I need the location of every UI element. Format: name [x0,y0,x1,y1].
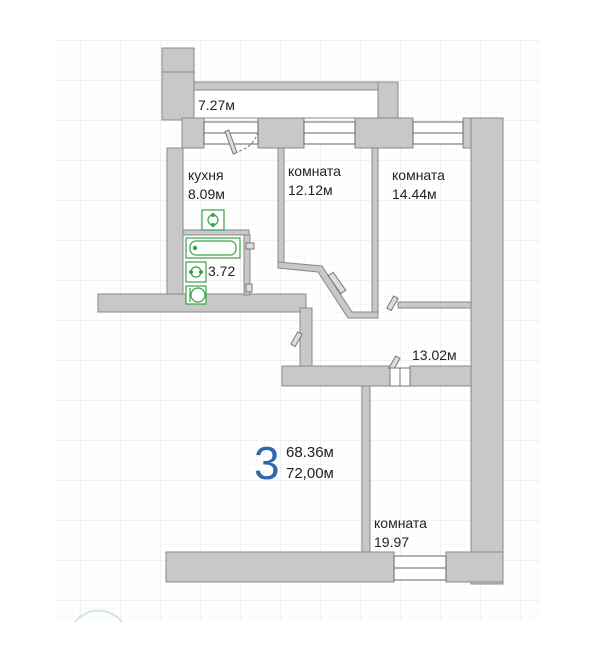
bathroom-area: 3.72 [208,263,235,279]
rooms-count: 3 [254,437,280,489]
kitchen-area: 8.09м [188,186,225,202]
kitchen-name: кухня [188,167,224,183]
room2-name: комната [392,167,445,183]
living-area: 68.36м [286,444,334,461]
balcony-outline [193,89,379,119]
room3-name: комната [374,515,427,531]
compass-icon [74,609,123,623]
balcony-area: 7.27м [198,97,235,113]
doors [224,129,411,387]
windows [203,121,464,581]
room3-area: 19.97 [374,534,409,550]
room1-area: 12.12м [288,182,333,198]
room2-area: 14.44м [392,186,437,202]
room1-name: комната [288,163,341,179]
plumbing [185,209,241,305]
hall-area: 13.02м [412,347,457,363]
total-area: 72,00м [286,465,334,482]
